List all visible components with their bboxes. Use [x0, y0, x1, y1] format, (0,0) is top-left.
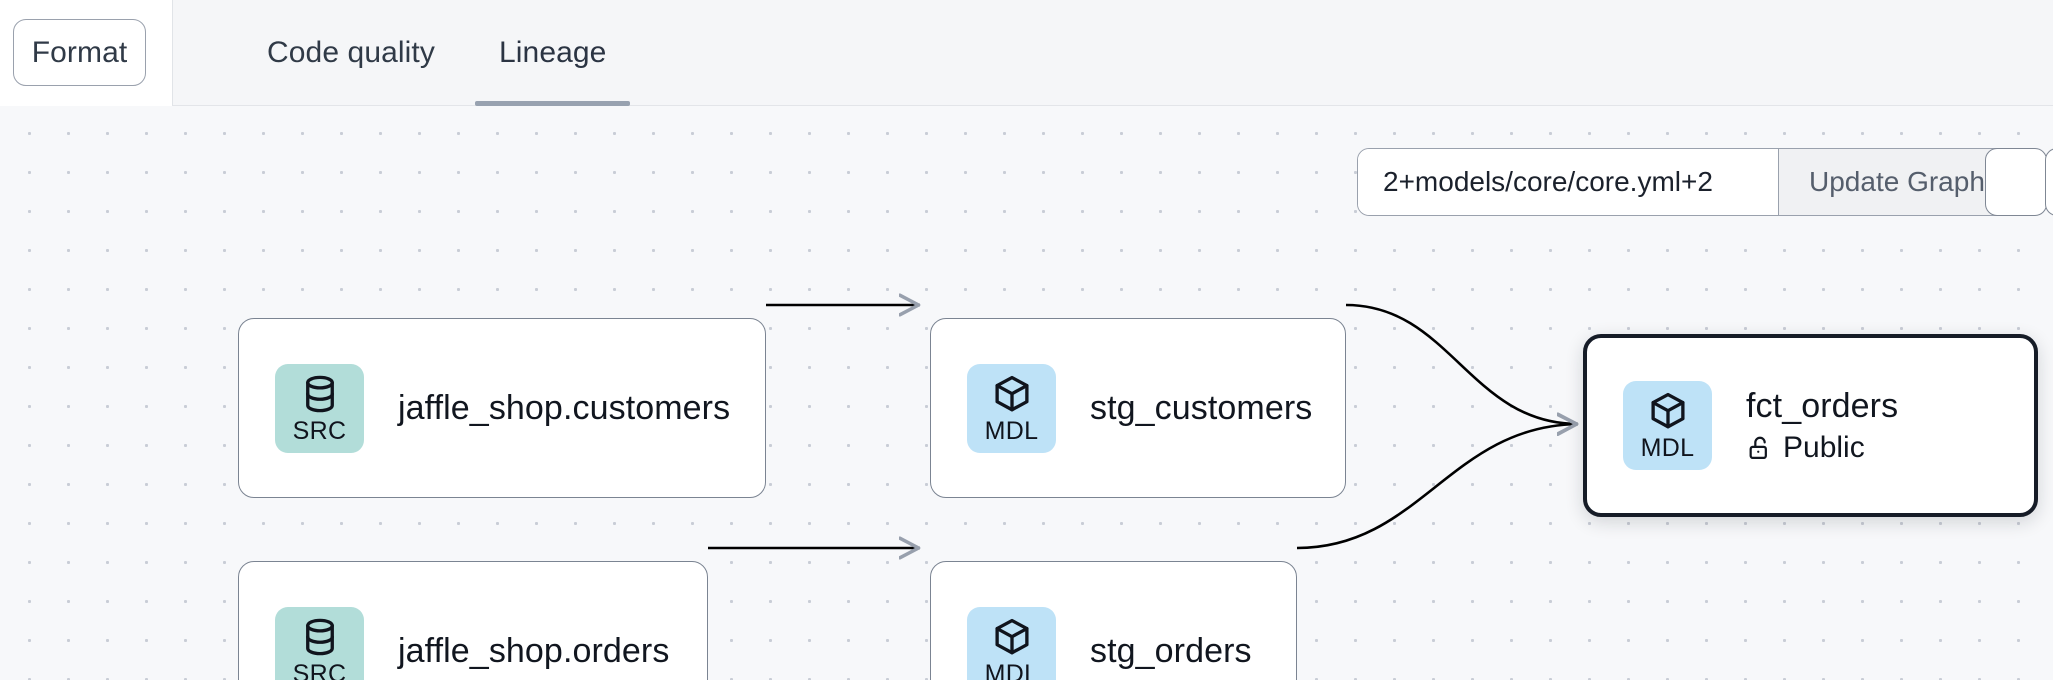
database-icon — [305, 618, 334, 655]
node-body: fct_orders Public — [1746, 386, 1898, 464]
graph-side-button-1[interactable] — [1985, 148, 2047, 216]
tab-lineage[interactable]: Lineage — [467, 0, 638, 106]
visibility-label: Public — [1783, 430, 1865, 464]
node-title: jaffle_shop.customers — [398, 388, 731, 427]
graph-side-button-2[interactable] — [2045, 148, 2053, 216]
badge-label: MDL — [984, 659, 1039, 680]
node-stg-orders[interactable]: MDL stg_orders — [930, 561, 1297, 680]
node-visibility: Public — [1746, 431, 1898, 465]
toolbar-divider — [172, 0, 173, 106]
format-button[interactable]: Format — [13, 19, 146, 86]
node-body: stg_customers — [1090, 388, 1312, 428]
node-fct-orders[interactable]: MDL fct_orders Public — [1583, 334, 2038, 517]
badge-label: SRC — [292, 416, 347, 445]
lineage-canvas[interactable]: SRC jaffle_shop.customers SRC jaffle_sho… — [0, 106, 2053, 680]
database-icon — [305, 375, 334, 412]
badge-label: SRC — [292, 659, 347, 680]
update-graph-button[interactable]: Update Graph — [1778, 149, 2015, 215]
graph-selector-input[interactable] — [1358, 149, 1778, 215]
node-body: jaffle_shop.orders — [398, 631, 669, 671]
cube-icon — [994, 375, 1029, 411]
node-jaffle-shop-customers[interactable]: SRC jaffle_shop.customers — [238, 318, 766, 498]
unlock-icon — [1749, 436, 1767, 459]
node-title: stg_customers — [1090, 388, 1313, 427]
cube-icon — [1650, 392, 1685, 429]
node-title: fct_orders — [1746, 387, 1899, 426]
node-title: stg_orders — [1090, 631, 1252, 670]
badge-label: MDL — [1640, 434, 1695, 462]
badge-src: SRC — [275, 363, 364, 453]
graph-controls: Update Graph — [1357, 148, 2016, 216]
badge-label: MDL — [984, 416, 1039, 445]
badge-mdl: MDL — [1623, 381, 1712, 470]
tab-bar: Code quality Lineage — [173, 0, 638, 106]
node-stg-customers[interactable]: MDL stg_customers — [930, 318, 1346, 498]
tab-code-quality[interactable]: Code quality — [267, 35, 435, 69]
edge-stg-customers-to-fct-orders — [1345, 303, 1578, 424]
badge-src: SRC — [275, 606, 364, 680]
node-body: stg_orders — [1090, 631, 1252, 671]
badge-mdl: MDL — [967, 363, 1056, 453]
node-body: jaffle_shop.customers — [398, 388, 730, 428]
format-zone: Format — [0, 0, 172, 106]
node-title: jaffle_shop.orders — [398, 631, 670, 670]
graph-selector-group: Update Graph — [1357, 148, 2016, 216]
toolbar: Format Code quality Lineage — [0, 0, 2053, 106]
cube-icon — [994, 618, 1029, 654]
badge-mdl: MDL — [967, 606, 1056, 680]
node-jaffle-shop-orders[interactable]: SRC jaffle_shop.orders — [238, 561, 708, 680]
